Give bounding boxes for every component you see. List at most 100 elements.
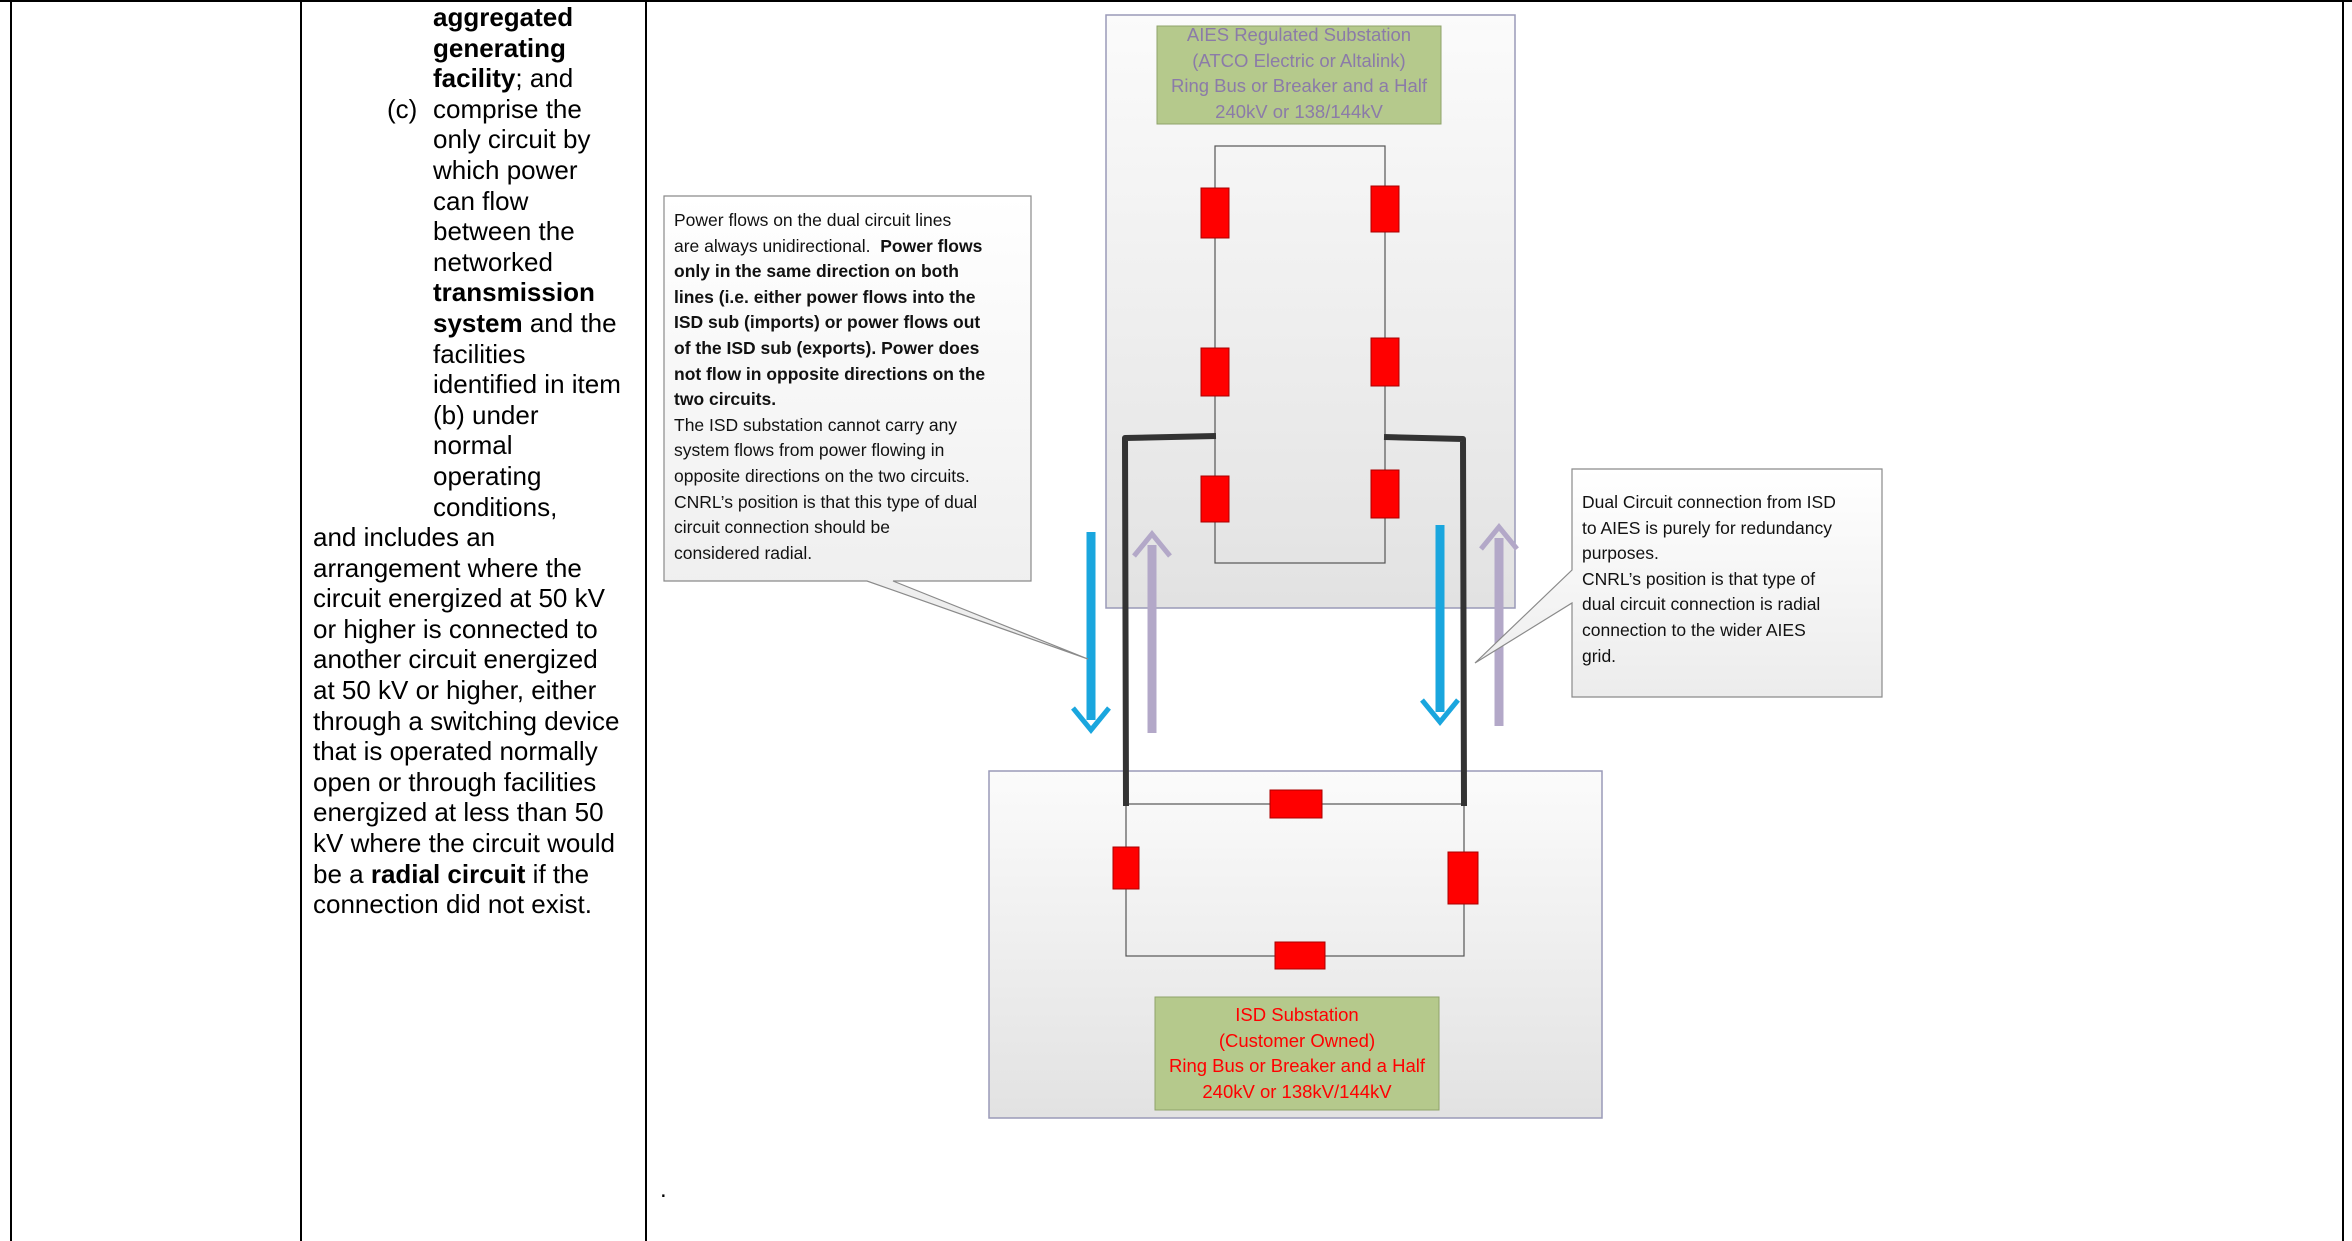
- item-c-line: operating: [433, 460, 542, 491]
- table-divider-2: [645, 0, 647, 1241]
- callout-right-box: [1474, 468, 1883, 698]
- callout-line: Power flows on the dual circuit lines: [674, 210, 952, 230]
- callout-line: to AIES is purely for redundancy: [1582, 517, 1832, 538]
- callout-line: The ISD substation cannot carry any: [674, 414, 958, 435]
- callout-bold-line: of the ISD sub (exports). Power does: [674, 337, 980, 358]
- breaker: [1447, 851, 1479, 905]
- tail-line: connection did not exist.: [313, 889, 592, 920]
- callout-bold-line: two circuits.: [674, 389, 777, 410]
- text-and: ; and: [515, 63, 574, 94]
- isd-title-line: Ring Bus or Breaker and a Half: [1168, 1055, 1426, 1076]
- callout-line: opposite directions on the two circuits.: [674, 465, 970, 486]
- isd-title-line: (Customer Owned): [1218, 1029, 1376, 1051]
- breaker: [1274, 941, 1326, 970]
- item-c-line: networked: [433, 246, 553, 277]
- callout-bold-line: Power flows: [880, 235, 983, 256]
- tail-line: that is operated normally: [313, 736, 598, 767]
- aies-title-line: Ring Bus or Breaker and a Half: [1170, 75, 1428, 96]
- callout-line: Dual Circuit connection from ISD: [1582, 492, 1836, 512]
- tail-line: and includes an: [313, 522, 496, 553]
- isd-title-line: 240kV or 138kV/144kV: [1202, 1080, 1392, 1102]
- table-divider-1: [300, 0, 302, 1241]
- isd-title-box: [1154, 996, 1440, 1111]
- item-c-line: only circuit by: [433, 124, 591, 155]
- term-generating: generating: [433, 32, 566, 63]
- callout-right-text: Dual Circuit connection from ISD to AIES…: [1582, 490, 1882, 669]
- tail-line: open or through facilities: [313, 766, 597, 797]
- breaker: [1370, 469, 1400, 519]
- circuit-line-right: [1383, 434, 1467, 807]
- text-and-the: and the: [522, 307, 617, 338]
- breaker: [1200, 187, 1230, 239]
- aies-title-line: (ATCO Electric or Altalink): [1192, 49, 1406, 71]
- text-if-the: if the: [525, 858, 590, 889]
- term-facility: facility: [433, 63, 516, 94]
- callout-line: connection to the wider AIES: [1582, 619, 1806, 640]
- callout-bold-line: not flow in opposite directions on the: [674, 363, 986, 384]
- callout-line: are always unidirectional.: [674, 235, 871, 256]
- callout-left-text: Power flows on the dual circuit lines ar…: [674, 208, 1034, 566]
- item-c: (c) comprise the only circuit by which p…: [313, 94, 633, 522]
- tail-line: another circuit energized: [313, 644, 598, 675]
- callout-bold-line: ISD sub (imports) or power flows out: [674, 312, 981, 333]
- table-border-right: [2342, 0, 2344, 1241]
- arrow-purple-left: [1132, 530, 1172, 733]
- item-c-line: identified in item: [433, 369, 621, 400]
- tail-line: through a switching device: [313, 705, 620, 736]
- item-c-marker: (c): [387, 93, 418, 124]
- isd-breakers: [1112, 789, 1479, 970]
- aies-title: AIES Regulated Substation (ATCO Electric…: [1157, 22, 1441, 124]
- arrow-blue-left: [1071, 532, 1111, 734]
- breaker: [1370, 185, 1400, 233]
- term-transmission: transmission: [433, 277, 595, 308]
- item-c-line: (b) under: [433, 399, 539, 430]
- tail-line: arrangement where the: [313, 552, 582, 583]
- breaker: [1200, 347, 1230, 397]
- aies-title-line: AIES Regulated Substation: [1186, 24, 1412, 45]
- table-border-top: [0, 0, 2352, 2]
- callout-bold-line: only in the same direction on both: [674, 261, 959, 282]
- item-c-line: conditions,: [433, 491, 558, 522]
- callout-line: CNRL’s position is that this type of dua…: [674, 491, 978, 512]
- circuit-line-left: [1122, 433, 1217, 807]
- isd-title-line: ISD Substation: [1235, 1004, 1359, 1025]
- tail-line: kV where the circuit would: [313, 828, 616, 859]
- aies-title-line: 240kV or 138/144kV: [1215, 100, 1383, 122]
- callout-left-box: [663, 195, 1089, 660]
- callout-line: circuit connection should be: [674, 517, 890, 538]
- aies-breakers: [1200, 185, 1400, 523]
- definition-text: aggregated generating facility; and (c) …: [313, 2, 633, 920]
- trailing-period: .: [660, 1176, 667, 1203]
- breaker: [1370, 337, 1400, 387]
- callout-bold-line: lines (i.e. either power flows into the: [674, 286, 976, 307]
- term-radial-circuit: radial circuit: [370, 858, 526, 889]
- tail-line: or higher is connected to: [313, 613, 598, 644]
- term-aggregated: aggregated: [433, 2, 574, 32]
- item-c-line: facilities: [433, 338, 526, 369]
- tail-line: at 50 kV or higher, either: [313, 675, 597, 706]
- isd-title: ISD Substation (Customer Owned) Ring Bus…: [1155, 1002, 1439, 1104]
- callout-line: CNRL’s position is that type of: [1582, 568, 1816, 589]
- term-system: system: [433, 307, 523, 338]
- callout-line: purposes.: [1582, 543, 1659, 564]
- tail-line: energized at less than 50: [313, 797, 604, 828]
- item-c-line: which power: [433, 154, 578, 185]
- item-c-line: can flow: [433, 185, 529, 216]
- callout-line: considered radial.: [674, 542, 813, 563]
- aies-title-box: [1156, 25, 1442, 125]
- callout-line: dual circuit connection is radial: [1582, 594, 1821, 615]
- callout-line: grid.: [1582, 645, 1617, 666]
- item-c-line: comprise the: [433, 93, 582, 124]
- breaker: [1200, 475, 1230, 523]
- item-c-line: between the: [433, 216, 575, 247]
- arrow-purple-right: [1479, 523, 1519, 726]
- item-c-line: normal: [433, 430, 513, 461]
- breaker: [1112, 846, 1140, 890]
- arrow-blue-right: [1420, 525, 1460, 726]
- text-be-a: be a: [313, 858, 371, 889]
- callout-line: system flows from power flowing in: [674, 440, 945, 461]
- breaker: [1269, 789, 1323, 819]
- table-border-left: [10, 0, 12, 1241]
- tail-line: circuit energized at 50 kV: [313, 583, 605, 614]
